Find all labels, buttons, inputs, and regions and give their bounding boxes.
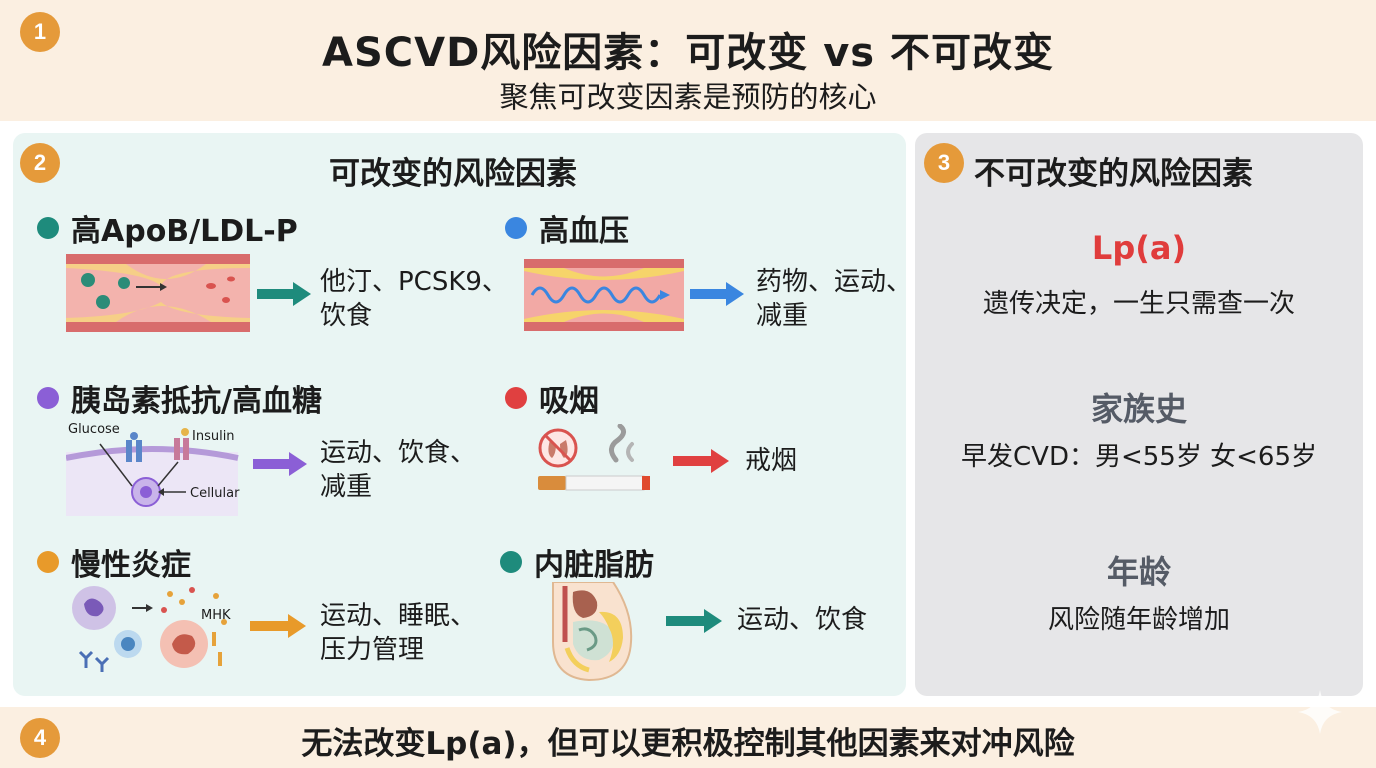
header-band xyxy=(0,0,1376,121)
non-modifiable-panel xyxy=(915,133,1363,696)
artery-pressure-icon xyxy=(524,259,684,331)
arrow-right-icon xyxy=(666,609,722,633)
modifiable-panel-title: 可改变的风险因素 xyxy=(329,156,577,192)
insulin-cell-icon xyxy=(66,428,239,516)
artery-plaque-icon xyxy=(66,254,250,332)
remedy-line: 运动、饮食 xyxy=(737,605,868,635)
age-title: 年龄 xyxy=(1106,553,1171,591)
factor-apob: 高ApoB/LDL-P xyxy=(37,206,298,250)
lpa-desc: 遗传决定，一生只需查一次 xyxy=(982,289,1295,319)
factor-hypertension: 高血压 xyxy=(505,206,629,250)
remedy-line: 减重 xyxy=(756,301,809,331)
remedy-line: 压力管理 xyxy=(320,635,425,665)
immune-cells-icon xyxy=(72,586,227,672)
page-title: ASCVD风险因素：可改变 vs 不可改变 xyxy=(321,30,1054,76)
factor-dot xyxy=(505,387,527,409)
mhk-label: MHK xyxy=(201,608,231,623)
factor-label: 高血压 xyxy=(539,214,629,249)
factor-label: 高ApoB/LDL-P xyxy=(71,214,298,249)
page-subtitle: 聚焦可改变因素是预防的核心 xyxy=(499,80,877,114)
remedy-line: 戒烟 xyxy=(745,446,798,476)
footer-band xyxy=(0,707,1376,768)
factor-label: 慢性炎症 xyxy=(71,548,191,583)
non-modifiable-panel-title: 不可改变的风险因素 xyxy=(974,156,1253,192)
remedy-line: 运动、睡眠、 xyxy=(320,601,477,631)
remedy-text: 他汀、PCSK9、 饮食 xyxy=(320,265,508,333)
footer-text: 无法改变Lp(a)，但可以更积极控制其他因素来对冲风险 xyxy=(301,726,1075,762)
remedy-text: 药物、运动、 减重 xyxy=(756,265,912,333)
step-badge-1: 1 xyxy=(20,12,60,52)
factor-chronic-inflammation: 慢性炎症 xyxy=(37,540,191,584)
remedy-line: 减重 xyxy=(320,472,373,502)
family-history-desc: 早发CVD：男<55岁 女<65岁 xyxy=(961,442,1317,472)
arrow-right-icon xyxy=(250,614,306,638)
factor-dot xyxy=(505,217,527,239)
family-history-title: 家族史 xyxy=(1090,390,1187,428)
factor-dot xyxy=(500,551,522,573)
arrow-right-icon xyxy=(673,449,729,473)
age-desc: 风险随年龄增加 xyxy=(1047,605,1230,635)
factor-insulin-resistance: 胰岛素抵抗/高血糖 xyxy=(37,376,322,420)
remedy-line: 他汀、PCSK9、 xyxy=(320,267,508,297)
step-badge-3: 3 xyxy=(924,143,964,183)
modifiable-panel xyxy=(13,133,906,696)
remedy-line: 药物、运动、 xyxy=(756,267,913,297)
factor-label: 内脏脂肪 xyxy=(534,548,654,583)
insulin-label: Insulin xyxy=(192,429,235,444)
visceral-fat-icon xyxy=(552,582,633,682)
factor-label: 吸烟 xyxy=(539,384,599,419)
remedy-text: 运动、睡眠、 压力管理 xyxy=(320,599,476,667)
arrow-right-icon xyxy=(690,282,744,306)
factor-dot xyxy=(37,387,59,409)
arrow-right-icon xyxy=(257,282,311,306)
factor-smoking: 吸烟 xyxy=(505,376,599,420)
remedy-text: 运动、饮食、 减重 xyxy=(320,436,476,504)
cellular-label: Cellular xyxy=(190,486,240,501)
cigarette-icon xyxy=(538,424,650,491)
factor-dot xyxy=(37,217,59,239)
remedy-line: 运动、饮食、 xyxy=(320,438,477,468)
glucose-label: Glucose xyxy=(68,422,120,437)
sparkle-icon xyxy=(1298,690,1342,734)
step-badge-2: 2 xyxy=(20,143,60,183)
factor-dot xyxy=(37,551,59,573)
remedy-text: 运动、饮食 xyxy=(737,603,867,637)
step-badge-4: 4 xyxy=(20,718,60,758)
remedy-line: 饮食 xyxy=(320,301,373,331)
lpa-title: Lp(a) xyxy=(1091,229,1187,267)
factor-label: 胰岛素抵抗/高血糖 xyxy=(71,384,322,419)
arrow-right-icon xyxy=(253,452,307,476)
remedy-text: 戒烟 xyxy=(745,444,797,478)
factor-visceral-fat: 内脏脂肪 xyxy=(500,540,654,584)
